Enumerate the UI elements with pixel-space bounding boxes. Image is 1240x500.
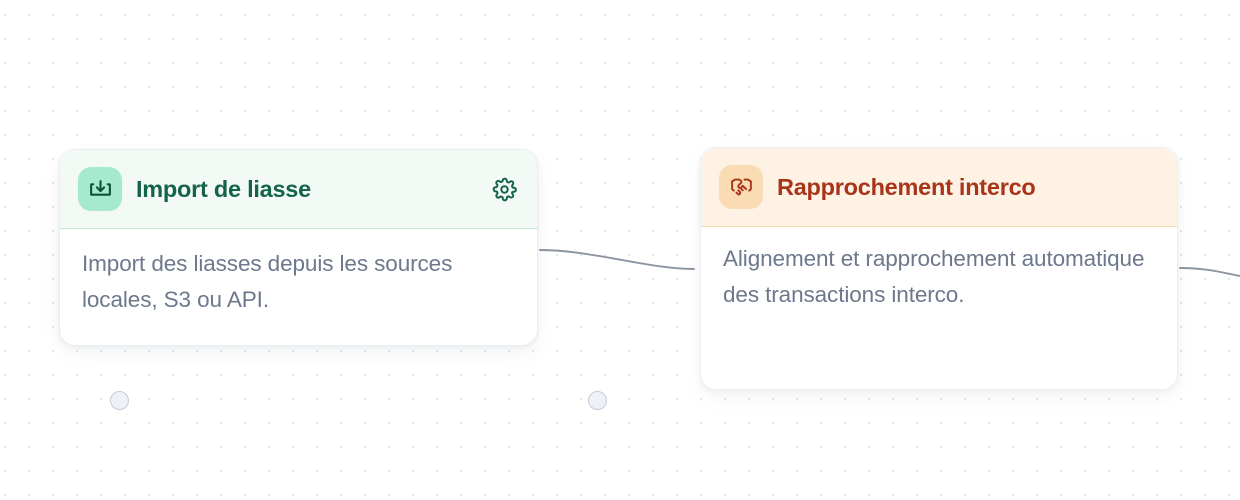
node-recon-description: Alignement et rapprochement automatique … <box>723 246 1145 307</box>
node-import-inner: Import de liasse Import des liasses depu… <box>60 150 537 345</box>
download-tray-icon <box>78 167 122 211</box>
node-import-description: Import des liasses depuis les sources lo… <box>82 251 453 312</box>
edge-import-to-recon <box>539 249 695 270</box>
node-import-title: Import de liasse <box>136 175 311 202</box>
node-recon-body: Alignement et rapprochement automatique … <box>701 227 1177 313</box>
handle-import-target[interactable] <box>110 391 129 410</box>
node-import-header: Import de liasse <box>60 150 537 229</box>
gear-icon <box>492 177 517 201</box>
handshake-icon <box>719 165 763 209</box>
node-import-body: Import des liasses depuis les sources lo… <box>60 229 537 318</box>
node-recon-header: Rapprochement interco <box>701 148 1177 227</box>
node-import-de-liasse[interactable]: Import de liasse Import des liasses depu… <box>59 149 607 410</box>
handle-import-source[interactable] <box>588 391 607 410</box>
node-rapprochement-interco[interactable]: Rapprochement interco Alignement et rapp… <box>700 147 1178 390</box>
node-recon-title: Rapprochement interco <box>777 173 1036 200</box>
edge-recon-outgoing <box>1179 267 1240 277</box>
node-recon-inner: Rapprochement interco Alignement et rapp… <box>701 148 1177 389</box>
settings-button[interactable] <box>489 174 519 204</box>
